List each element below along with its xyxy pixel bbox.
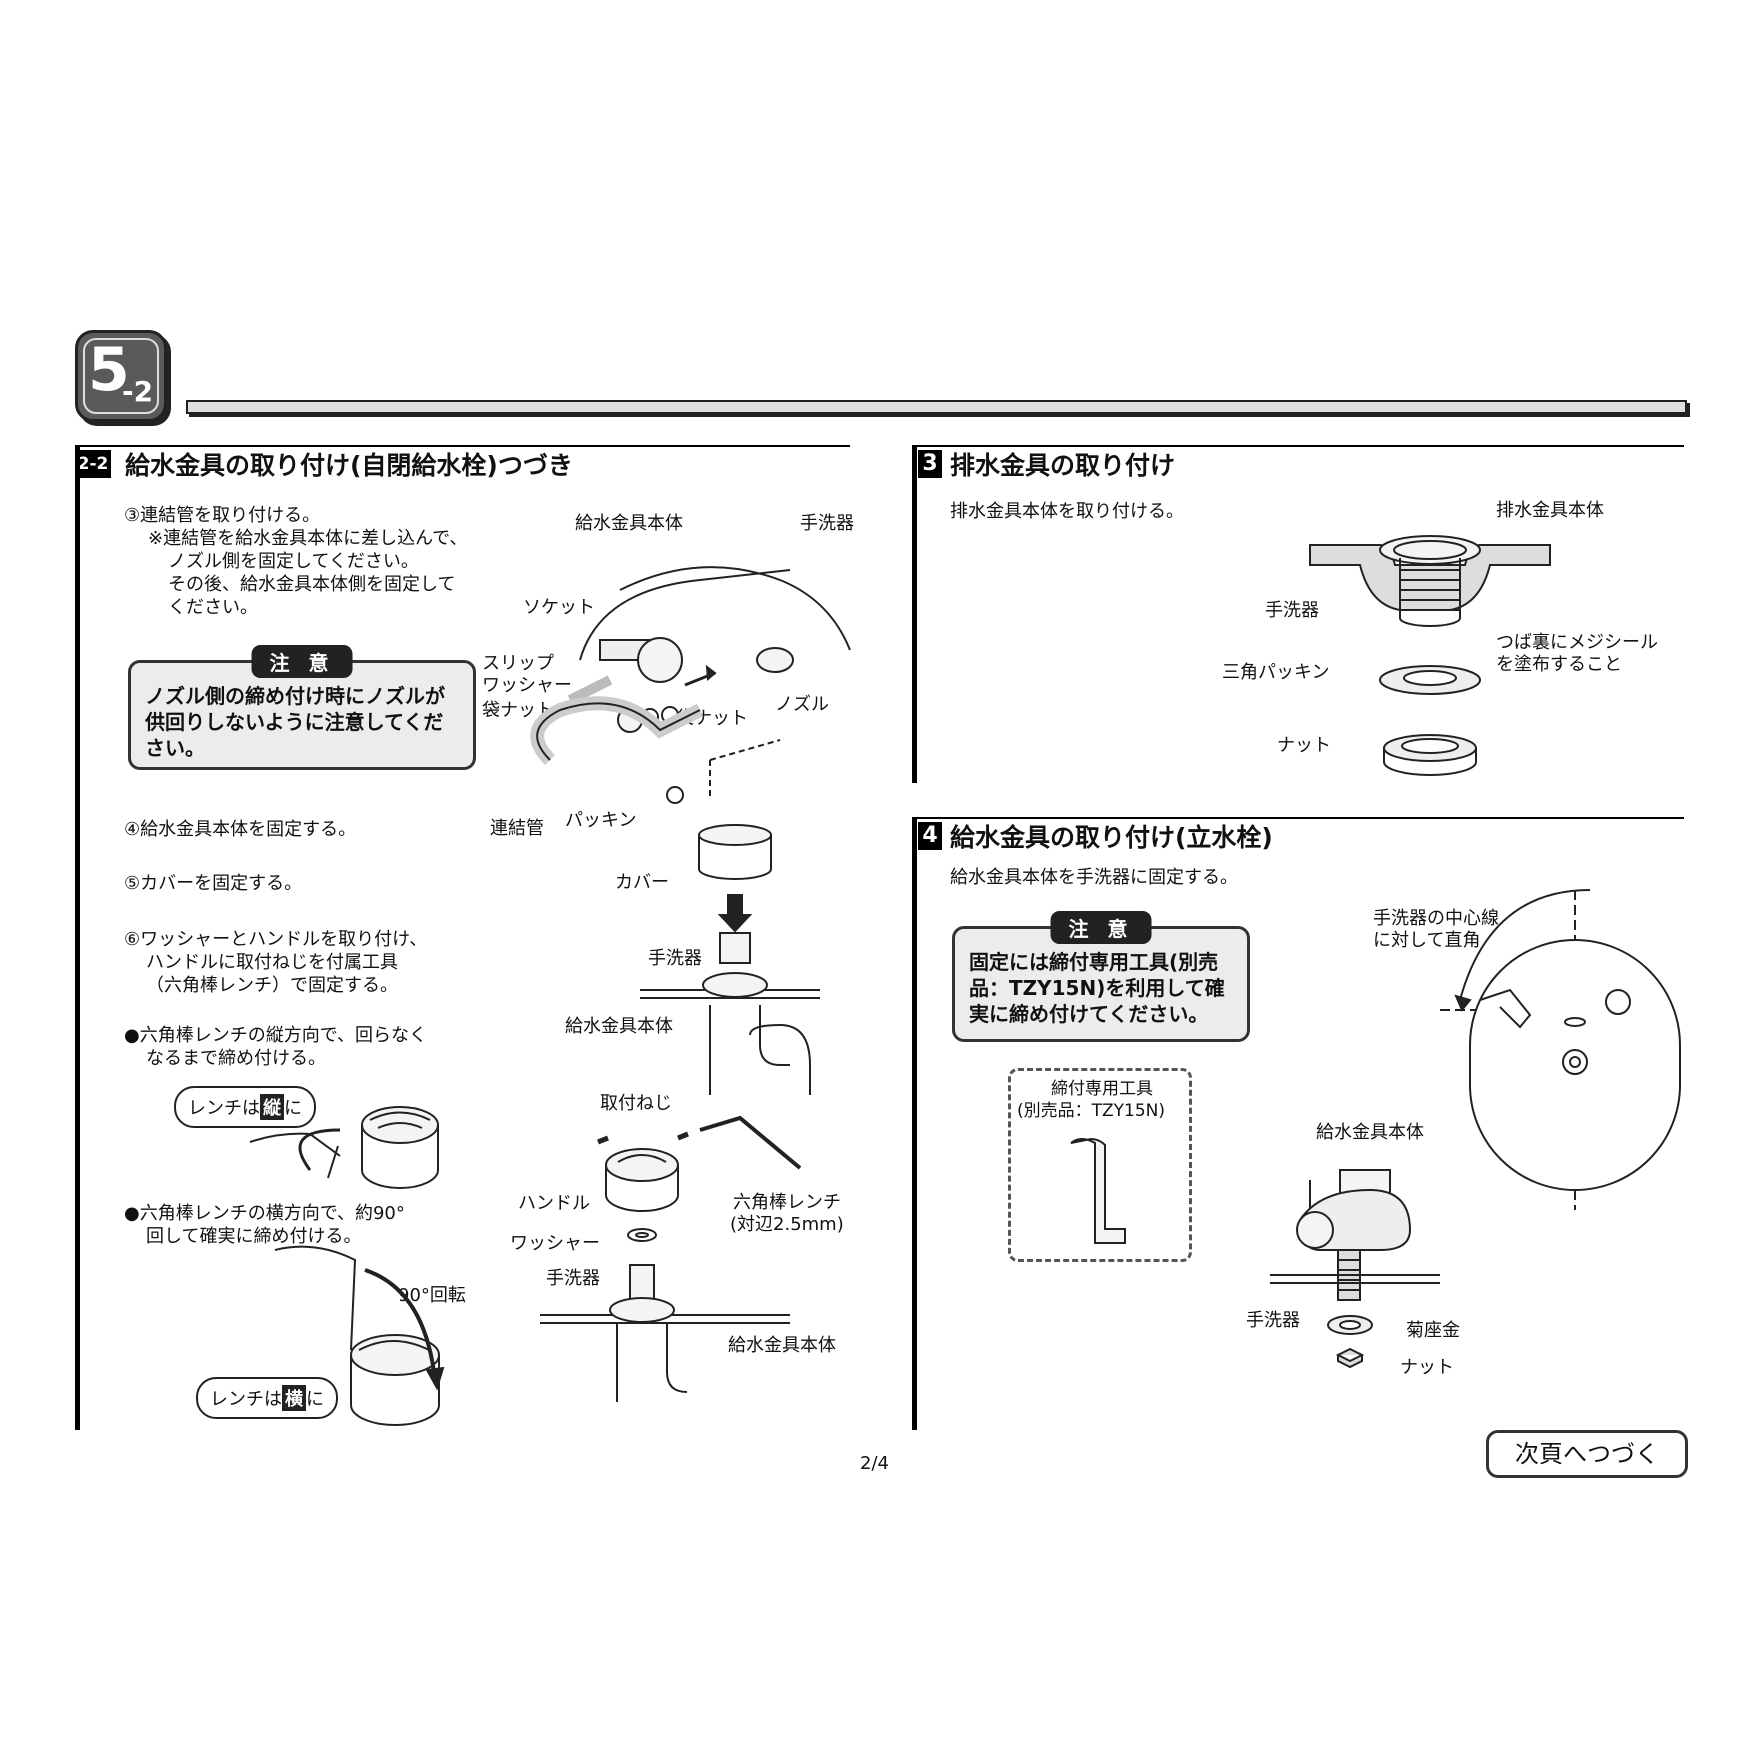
special-tool-icon: [1061, 1133, 1141, 1253]
caution-box-right: 注 意 固定には締付専用工具(別売品：TZY15N)を利用して確実に締め付けてく…: [952, 911, 1250, 1042]
connecting-pipe-illustration: [520, 520, 850, 820]
page-number: 2/4: [860, 1453, 889, 1474]
right-bottom-column-rule: [912, 817, 917, 1430]
right-top-column-rule: [912, 445, 917, 783]
handle-horizontal-wrench-illustration: [275, 1240, 445, 1420]
caution-body-right: 固定には締付専用工具(別売品：TZY15N)を利用して確実に締め付けてください。: [969, 950, 1225, 1026]
step-5: ⑤カバーを固定する。: [124, 873, 303, 894]
right-top-heading-rule: [912, 445, 1684, 447]
label-handle: ハンドル: [518, 1193, 590, 1214]
right-top-heading: 排水金具の取り付け: [950, 451, 1176, 480]
tool-sku: (別売品：TZY15N): [1017, 1101, 1166, 1121]
label-hex-wrench-2: (対辺2.5mm): [730, 1214, 844, 1235]
step-3-note-2: ノズル側を固定してください。: [168, 551, 419, 572]
right-bottom-heading: 給水金具の取り付け(立水栓): [950, 823, 1273, 852]
step-6-line-1: ⑥ワッシャーとハンドルを取り付け、: [124, 929, 428, 950]
cover-install-illustration: [640, 825, 820, 1095]
label-drain-body: 排水金具本体: [1496, 500, 1604, 521]
step-3-note-4: ください。: [168, 597, 258, 618]
wrench-horizontal-bubble: レンチは横に: [196, 1377, 338, 1419]
handle-install-illustration: [560, 1110, 800, 1410]
label-connect-pipe: 連結管: [490, 818, 544, 839]
step-3-note-1: ※連結管を給水金具本体に差し込んで、: [148, 528, 468, 549]
header-bar: [186, 400, 1687, 414]
section-badge-4: 4: [918, 822, 942, 850]
bullet-2-line-1: ●六角棒レンチの横方向で、約90°: [124, 1203, 405, 1224]
step-6-line-2: ハンドルに取付ねじを付属工具: [146, 952, 398, 973]
label-faucet-body: 給水金具本体: [1316, 1122, 1424, 1143]
wrench-vertical-bubble: レンチは縦に: [174, 1086, 316, 1128]
label-fitting-body-3: 給水金具本体: [728, 1335, 836, 1356]
handle-vertical-wrench-illustration: [250, 1080, 450, 1190]
label-fitting-body-2: 給水金具本体: [565, 1016, 673, 1037]
label-socket: ソケット: [523, 597, 595, 618]
label-drain-nut: ナット: [1277, 735, 1331, 756]
faucet-step: 給水金具本体を手洗器に固定する。: [950, 867, 1238, 888]
continue-next-page-label: 次頁へつづく: [1486, 1430, 1688, 1478]
section-badge-2-2: 2-2: [75, 450, 111, 478]
faucet-install-illustration: [1270, 1150, 1450, 1370]
caution-title-left: 注 意: [251, 645, 353, 678]
right-bottom-heading-rule: [912, 817, 1684, 819]
label-triangle-packing: 三角パッキン: [1222, 662, 1330, 683]
section-subnumber: -2: [122, 375, 154, 408]
label-basin-2: 手洗器: [648, 948, 702, 969]
rotate-90-label: 90°回転: [398, 1285, 466, 1306]
label-drain-note-2: を塗布すること: [1496, 654, 1622, 675]
label-basin-drain: 手洗器: [1265, 600, 1319, 621]
section-badge-3: 3: [918, 450, 942, 478]
label-fitting-body: 給水金具本体: [575, 513, 683, 534]
label-basin-3: 手洗器: [546, 1268, 600, 1289]
bullet-2-line-2: 回して確実に締め付ける。: [146, 1226, 362, 1247]
label-washer: ワッシャー: [510, 1233, 600, 1254]
label-center-line-1: 手洗器の中心線: [1373, 908, 1499, 929]
vertical-mark: 縦: [260, 1094, 284, 1120]
label-slip-washer-2: ワッシャー: [482, 675, 572, 696]
bullet-1-line-2: なるまで締め付ける。: [146, 1048, 326, 1069]
horizontal-mark: 横: [282, 1385, 306, 1411]
drain-step: 排水金具本体を取り付ける。: [950, 501, 1184, 522]
label-slip-washer-1: スリップ: [482, 653, 554, 674]
left-heading: 給水金具の取り付け(自閉給水栓)つづき: [125, 451, 573, 480]
bullet-1-line-1: ●六角棒レンチの縦方向で、回らなく: [124, 1025, 427, 1046]
label-basin: 手洗器: [800, 513, 854, 534]
caution-box-left: 注 意 ノズル側の締め付け時にノズルが供回りしないように注意してください。: [128, 645, 476, 770]
special-tool-box: 締付専用工具 (別売品：TZY15N): [1008, 1068, 1192, 1262]
step-4: ④給水金具本体を固定する。: [124, 819, 357, 840]
step-3: ③連結管を取り付ける。: [124, 505, 321, 526]
label-nozzle: ノズル: [775, 694, 829, 715]
caution-body-left: ノズル側の締め付け時にノズルが供回りしないように注意してください。: [145, 684, 445, 760]
label-cover: カバー: [615, 872, 669, 893]
left-column-rule: [75, 445, 80, 1430]
label-kiku-washer: 菊座金: [1406, 1320, 1460, 1341]
label-hex-wrench-1: 六角棒レンチ: [733, 1192, 841, 1213]
step-3-note-3: その後、給水金具本体側を固定して: [168, 574, 456, 595]
label-center-line-2: に対して直角: [1373, 930, 1481, 951]
label-faucet-basin: 手洗器: [1246, 1310, 1300, 1331]
caution-title-right: 注 意: [1050, 911, 1152, 944]
tool-name: 締付専用工具: [1051, 1079, 1153, 1099]
label-bag-nut-left: 袋ナット: [482, 700, 554, 721]
left-heading-rule: [75, 445, 850, 447]
step-6-line-3: （六角棒レンチ）で固定する。: [146, 975, 398, 996]
drain-fitting-illustration: [1310, 530, 1550, 780]
section-number-badge: 5 -2: [75, 330, 167, 422]
label-mount-screw: 取付ねじ: [600, 1093, 672, 1114]
label-packing: パッキン: [565, 810, 637, 831]
section-number: 5: [88, 335, 130, 405]
label-drain-note-1: つば裏にメジシール: [1496, 632, 1658, 653]
basin-top-view-illustration: [1440, 890, 1690, 1210]
label-faucet-nut: ナット: [1400, 1357, 1454, 1378]
